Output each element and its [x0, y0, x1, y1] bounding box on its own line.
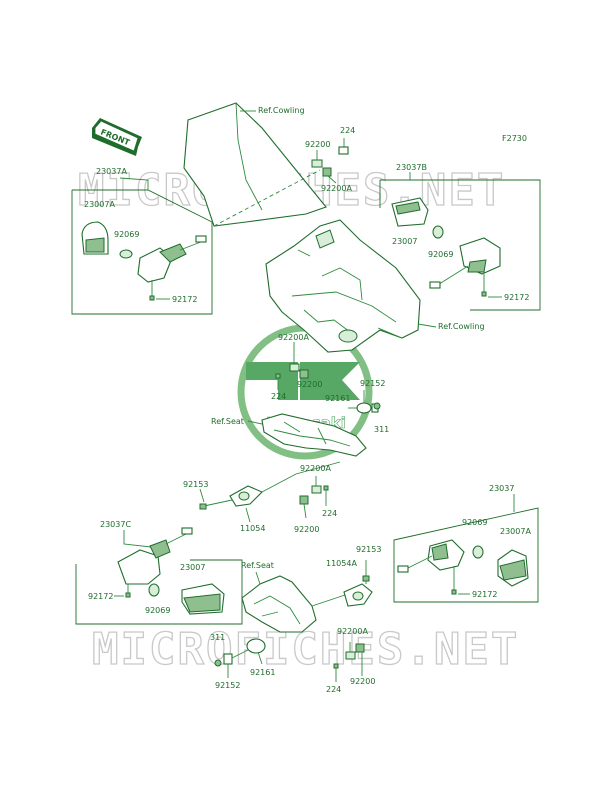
label-23007A-lowright: 23007A	[500, 527, 531, 536]
rear-bracket-upper	[261, 413, 367, 457]
label-23037A: 23037A	[96, 167, 127, 176]
mid-cowling	[265, 219, 421, 353]
label-92069-left: 92069	[114, 230, 139, 239]
label-23007-lowleft: 23007	[180, 563, 205, 572]
label-92153-right: 92153	[356, 545, 381, 554]
label-92161-mid: 92161	[325, 394, 350, 403]
bracket-11054A	[343, 560, 373, 607]
label-224-low: 224	[322, 509, 337, 518]
label-92200A-bottom: 92200A	[337, 627, 368, 636]
label-311-mid: 311	[374, 425, 389, 434]
mid-fasteners	[275, 342, 309, 390]
label-23037C: 23037C	[100, 520, 131, 529]
label-92172-lowleft: 92172	[88, 592, 113, 601]
turn-signal-rear-right	[397, 539, 529, 595]
turn-signal-rear-left	[117, 527, 225, 615]
label-23037: 23037	[489, 484, 514, 493]
rear-bracket-lower	[241, 575, 349, 633]
label-224-mid: 224	[271, 392, 286, 401]
label-224-top: 224	[340, 126, 355, 135]
label-92153-left: 92153	[183, 480, 208, 489]
figure-code: F2730	[502, 134, 527, 143]
label-11054: 11054	[240, 524, 265, 533]
ref-cowling-mid: Ref.Cowling	[438, 322, 485, 331]
ref-seat-bottom: Ref.Seat	[241, 561, 274, 570]
ref-seat-left: Ref.Seat	[211, 417, 244, 426]
label-92200A-mid: 92200A	[278, 333, 309, 342]
watermark-bottom: MICROFICHES.NET	[92, 624, 519, 675]
front-arrow-icon: FRONT	[92, 118, 142, 156]
ref-cowling-top: Ref.Cowling	[258, 106, 305, 115]
label-92200A-low: 92200A	[300, 464, 331, 473]
turn-signal-front-left	[81, 221, 207, 301]
label-92200-top: 92200	[305, 140, 330, 149]
label-92200A-top: 92200A	[321, 184, 352, 193]
top-fasteners	[311, 138, 349, 184]
label-23007-right: 23007	[392, 237, 417, 246]
label-92200-mid: 92200	[297, 380, 322, 389]
label-92172-right: 92172	[504, 293, 529, 302]
label-92161-bottom: 92161	[250, 668, 275, 677]
label-92152-mid: 92152	[360, 379, 385, 388]
label-92152-bottom: 92152	[215, 681, 240, 690]
bracket-11054	[199, 461, 341, 510]
upper-cowling	[183, 102, 327, 227]
label-92172-left: 92172	[172, 295, 197, 304]
bottom-fasteners	[333, 642, 365, 682]
label-92069-lowright: 92069	[462, 518, 487, 527]
label-92172-lowright: 92172	[472, 590, 497, 599]
grommet-bolt-bottom	[214, 638, 266, 678]
label-224-bottom: 224	[326, 685, 341, 694]
label-23037B: 23037B	[396, 163, 427, 172]
label-311-bottom: 311	[210, 633, 225, 642]
label-92069-lowleft: 92069	[145, 606, 170, 615]
label-23007A-left: 23007A	[84, 200, 115, 209]
label-92200-low: 92200	[294, 525, 319, 534]
label-11054A: 11054A	[326, 559, 357, 568]
label-92069-right: 92069	[428, 250, 453, 259]
turn-signal-front-right	[391, 197, 501, 297]
low-fasteners	[299, 476, 329, 519]
label-92200-bottom: 92200	[350, 677, 375, 686]
grommet-bolt-mid	[348, 390, 381, 414]
